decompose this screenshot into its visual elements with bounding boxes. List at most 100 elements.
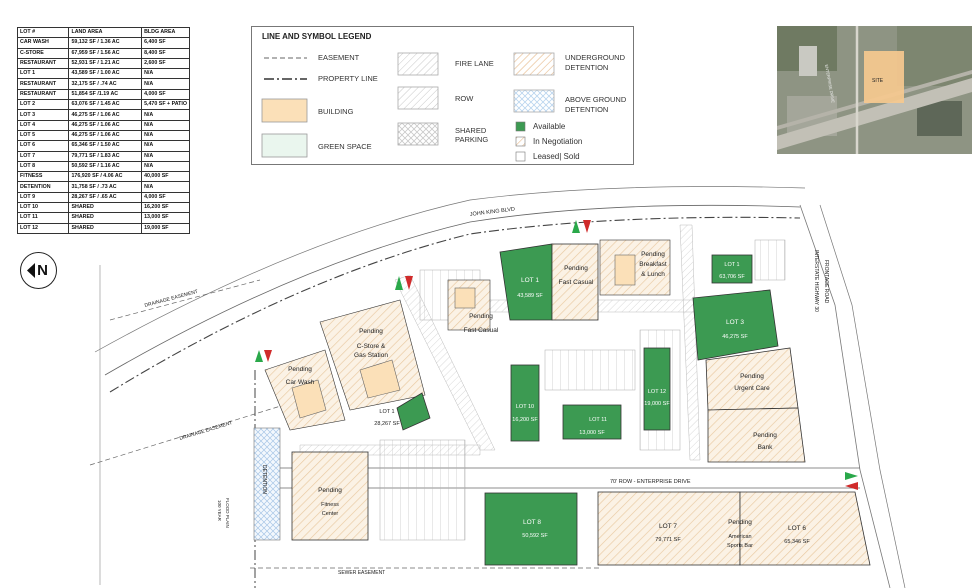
bank-parcel — [707, 407, 806, 463]
north-arrow-icon — [27, 263, 35, 278]
table-cell: CAR WASH — [16, 37, 70, 49]
table-cell: 79,771 SF / 1.83 AC — [68, 150, 143, 162]
table-cell: SHARED — [68, 222, 143, 234]
table-cell: 4,000 SF — [141, 191, 190, 204]
sports-bar-name-1: American — [728, 534, 751, 540]
lot1-area: 43,589 SF — [517, 293, 543, 299]
fast-casual-2-status: Pending — [469, 313, 493, 320]
drainage-easement-label-1: DRAINAGE EASEMENT — [144, 289, 199, 309]
fitness-parcel — [291, 451, 369, 541]
lot11-area: 13,000 SF — [579, 430, 605, 436]
access-arrows — [255, 220, 858, 490]
table-cell: BLDG AREA — [141, 26, 190, 39]
lot-7-parcel — [597, 491, 741, 566]
table-cell: 63,076 SF / 1.45 AC — [68, 99, 143, 111]
table-cell: LOT 1 — [16, 68, 70, 80]
table-cell: N/A — [141, 140, 190, 152]
sewer-easement-label: SEWER EASEMENT — [338, 570, 385, 576]
fast-casual-name: Fast Casual — [559, 279, 594, 286]
table-cell: N/A — [141, 181, 190, 193]
lot11-name: LOT 11 — [589, 417, 607, 423]
detention-label: DETENTION — [261, 465, 267, 494]
legend-property-line: PROPERTY LINE — [318, 74, 378, 83]
legend-building: BUILDING — [318, 107, 354, 116]
table-cell: LOT 8 — [16, 160, 70, 173]
lot8-name: LOT 8 — [523, 519, 541, 526]
table-cell: 6,400 SF — [141, 37, 190, 49]
bank-status: Pending — [753, 432, 777, 439]
table-cell: LOT 3 — [16, 109, 70, 121]
lot12-name: LOT 12 — [648, 389, 666, 395]
enterprise-drive-label: 70' ROW - ENTERPRISE DRIVE — [610, 479, 691, 485]
legend-shared-parking-1: SHARED — [455, 126, 487, 135]
available-swatch — [515, 121, 526, 132]
fire-lanes — [299, 224, 701, 461]
table-cell: 46,275 SF / 1.06 AC — [68, 129, 143, 142]
fast-casual-parcel — [551, 243, 599, 321]
property-line-north — [109, 216, 801, 393]
lot6-area: 65,346 SF — [784, 539, 810, 545]
lot9-area: 28,267 SF — [374, 421, 400, 427]
table-cell: 46,275 SF / 1.06 AC — [68, 109, 143, 121]
table-cell: N/A — [141, 109, 190, 121]
breakfast-name-1: Breakfast — [639, 261, 667, 268]
table-cell: 2,600 SF — [141, 57, 190, 70]
table-cell: LOT 11 — [16, 212, 70, 224]
lot10-name: LOT 10 — [516, 404, 534, 410]
table-cell: 5,470 SF + PATIO — [141, 99, 190, 111]
lot-10-parcel — [510, 364, 540, 442]
c-store-parcel — [319, 299, 426, 411]
table-cell: LOT 9 — [16, 191, 70, 204]
lot3-name: LOT 3 — [726, 319, 744, 326]
interstate-frontage — [799, 204, 891, 588]
north-label: N — [37, 262, 48, 279]
table-cell: N/A — [141, 129, 190, 142]
sports-bar-status: Pending — [728, 519, 752, 526]
table-cell: 51,854 SF /1.19 AC — [68, 88, 143, 101]
fast-casual-2-parcel — [447, 279, 491, 331]
lot-8-parcel — [484, 492, 578, 566]
lot-12-parcel — [643, 347, 671, 431]
table-cell: LOT # — [16, 26, 70, 39]
legend-underground-2: DETENTION — [565, 63, 609, 72]
table-cell: N/A — [141, 119, 190, 131]
lot3-area: 46,275 SF — [722, 334, 748, 340]
bank-name: Bank — [758, 444, 774, 451]
c-store-name-2: Gas Station — [354, 352, 388, 359]
legend-row: ROW — [455, 94, 474, 103]
parking-areas — [379, 239, 786, 541]
lot10-area: 16,200 SF — [512, 417, 538, 423]
legend-in-negotiation: In Negotiation — [533, 137, 583, 146]
table-cell: SHARED — [68, 212, 143, 224]
drainage-easement-label-2: DRAINAGE EASEMENT — [179, 420, 233, 442]
table-cell: 31,758 SF / .73 AC — [68, 181, 143, 193]
john-king-blvd — [104, 204, 801, 376]
underground-detention-swatch — [513, 52, 555, 76]
drainage-easement-line-2 — [89, 399, 301, 466]
table-cell: LOT 2 — [16, 99, 70, 111]
john-king-blvd-edge — [94, 186, 806, 353]
table-cell: 16,200 SF — [141, 202, 190, 214]
aerial-site-label: SITE — [872, 78, 884, 84]
road-network — [89, 186, 906, 588]
lot1-name: LOT 1 — [521, 277, 539, 284]
legend-symbols — [261, 52, 555, 162]
aerial-photo-inset: SITE ENTERPRISE DRIVE — [777, 26, 972, 154]
table-cell: 8,400 SF — [141, 47, 190, 59]
legend-fire-lane: FIRE LANE — [455, 59, 494, 68]
lot7-name: LOT 7 — [659, 523, 677, 530]
table-cell: LOT 12 — [16, 222, 70, 234]
legend-easement: EASEMENT — [318, 53, 360, 62]
table-cell: RESTAURANT — [16, 78, 70, 90]
table-cell: LOT 5 — [16, 129, 70, 142]
flood-plain-label-2: FLOOD PLAIN — [225, 498, 230, 528]
